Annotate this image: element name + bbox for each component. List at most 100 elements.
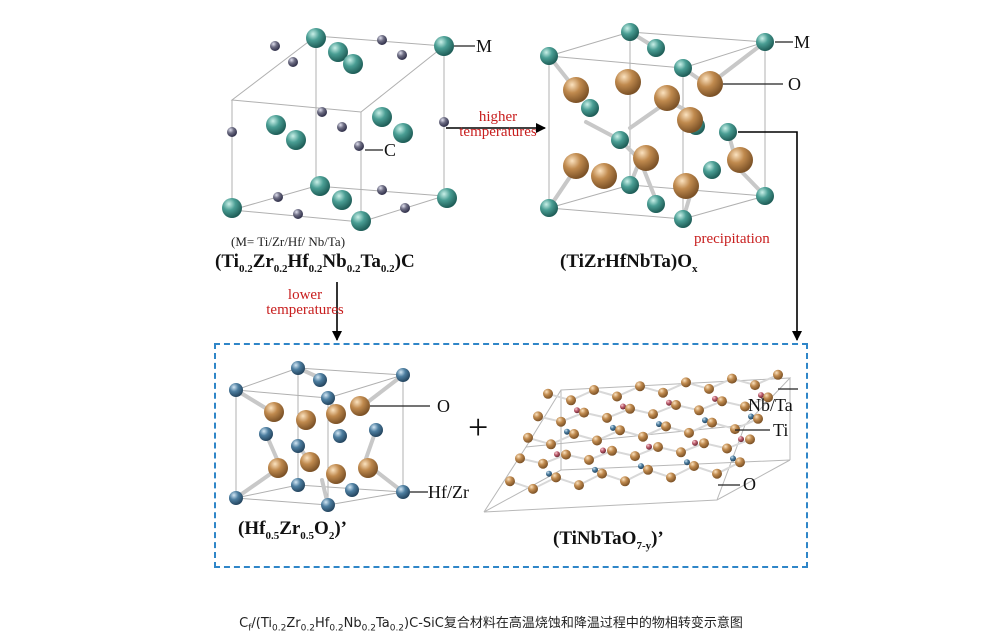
oxygen-atom	[661, 421, 671, 432]
oxygen-atom	[694, 405, 704, 416]
precipitation-arrow	[738, 131, 802, 341]
oxygen-atom	[515, 453, 525, 464]
label-o-tinbta: O	[743, 474, 756, 494]
lower-temp-label: lower temperatures	[250, 288, 360, 318]
nbta-atom	[758, 392, 764, 399]
ti-atom	[592, 466, 598, 473]
plus-sign: +	[468, 407, 489, 447]
cap-sub: 0.2	[300, 623, 315, 634]
oxygen-atom	[569, 429, 579, 439]
oxygen-atom	[735, 457, 745, 468]
oxygen-atom	[574, 480, 584, 491]
oxygen-atom	[625, 403, 635, 414]
nbta-atom	[646, 443, 652, 450]
figure-caption: Cf/(Ti0.2Zr0.2Hf0.2Nb0.2Ta0.2)C-SiC复合材料在…	[0, 612, 982, 634]
oxygen-atom	[528, 483, 538, 494]
oxygen-atom	[730, 424, 740, 435]
f-text: Nb	[322, 251, 347, 272]
oxygen-atom	[620, 476, 630, 487]
oxygen-atom	[689, 461, 699, 471]
cap-sub: f	[248, 623, 252, 634]
tinbta-leader-lines	[718, 388, 798, 486]
oxygen-atom	[681, 377, 691, 388]
f-text: (Hf	[238, 518, 266, 539]
oxygen-atom	[712, 468, 722, 479]
ti-atom	[748, 413, 754, 420]
f-text: (TiNbTaO	[553, 528, 637, 549]
oxygen-atom	[671, 400, 681, 410]
cap-sub: 0.2	[329, 623, 344, 634]
oxygen-atom	[523, 432, 533, 443]
nbta-atom	[620, 403, 626, 410]
carbide-metal-atoms	[222, 28, 457, 231]
oxygen-atom	[727, 373, 737, 384]
carbide-carbon-atoms	[227, 35, 449, 219]
label-o-hfzr: O	[437, 396, 450, 416]
oxide-leader-lines	[723, 41, 793, 85]
oxygen-atom	[643, 464, 653, 475]
lower-temp-line2: temperatures	[266, 302, 344, 318]
oxygen-atom	[745, 434, 755, 445]
oxygen-atom	[615, 425, 625, 436]
oxygen-atom	[717, 396, 727, 407]
cap-text: C	[239, 616, 249, 631]
oxygen-atom	[740, 401, 750, 412]
oxygen-atom	[584, 454, 594, 465]
f-text: Zr	[279, 518, 301, 539]
metal-note: (M= Ti/Zr/Hf/ Nb/Ta)	[231, 234, 346, 249]
ti-atom	[564, 428, 570, 435]
higher-temp-line1: higher	[478, 109, 518, 125]
oxygen-atom	[607, 445, 617, 456]
f-sub: 0.2	[238, 262, 253, 275]
nbta-atom	[574, 407, 580, 414]
ti-atom	[730, 455, 736, 462]
oxygen-atom	[543, 388, 553, 399]
cap-sub: 0.2	[272, 623, 287, 634]
label-o-oxide: O	[788, 74, 801, 94]
f-sub: x	[691, 262, 698, 275]
oxygen-atom	[658, 387, 668, 398]
oxygen-atom	[750, 380, 760, 391]
f-sub: 0.2	[308, 262, 323, 275]
oxygen-atom	[561, 449, 571, 460]
f-text: Hf	[287, 251, 309, 272]
lower-temp-line1: lower	[287, 287, 323, 303]
higher-temp-label: higher temperatures	[450, 110, 546, 140]
label-c-carbon: C	[384, 140, 397, 160]
hfzr-leader-lines	[370, 405, 430, 493]
higher-temp-line2: temperatures	[459, 124, 537, 140]
label-m-carbide: M	[476, 36, 493, 56]
f-text: Zr	[252, 251, 274, 272]
oxygen-atom	[722, 443, 732, 454]
oxygen-atom	[592, 435, 602, 446]
hfzr-oxide-oxygen-atoms	[264, 396, 378, 484]
label-nbta: Nb/Ta	[748, 395, 793, 415]
tinbta-oxide-atoms	[505, 369, 783, 494]
cap-text: Ta	[375, 616, 390, 631]
nbta-atom	[666, 399, 672, 406]
nbta-atom	[600, 447, 606, 454]
hfzr-oxide-formula: (Hf0.5Zr0.5O2)’	[238, 518, 347, 542]
oxygen-atom	[704, 383, 714, 394]
ti-atom	[546, 470, 552, 477]
f-sub: 0.2	[380, 262, 395, 275]
cap-text: Hf	[314, 616, 330, 631]
ti-atom	[610, 424, 616, 431]
oxygen-atom	[773, 369, 783, 380]
ti-atom	[684, 459, 690, 466]
f-text: )’	[334, 518, 347, 539]
oxygen-atom	[551, 472, 561, 483]
oxygen-atom	[648, 409, 658, 420]
nbta-atom	[712, 395, 718, 402]
oxide-metal-atoms	[540, 23, 774, 228]
oxygen-atom	[684, 427, 694, 438]
oxygen-atom	[546, 439, 556, 450]
label-ti: Ti	[773, 420, 789, 440]
cap-text: )C-SiC复合材料在高温烧蚀和降温过程中的物相转变示意图	[404, 616, 743, 631]
oxide-oxygen-atoms	[563, 69, 753, 199]
oxygen-atom	[676, 447, 686, 458]
tinbta-oxide-formula: (TiNbTaO7-y)’	[553, 528, 664, 552]
oxide-formula: (TiZrHfNbTa)Ox	[560, 251, 697, 275]
cap-sub: 0.2	[389, 623, 405, 634]
